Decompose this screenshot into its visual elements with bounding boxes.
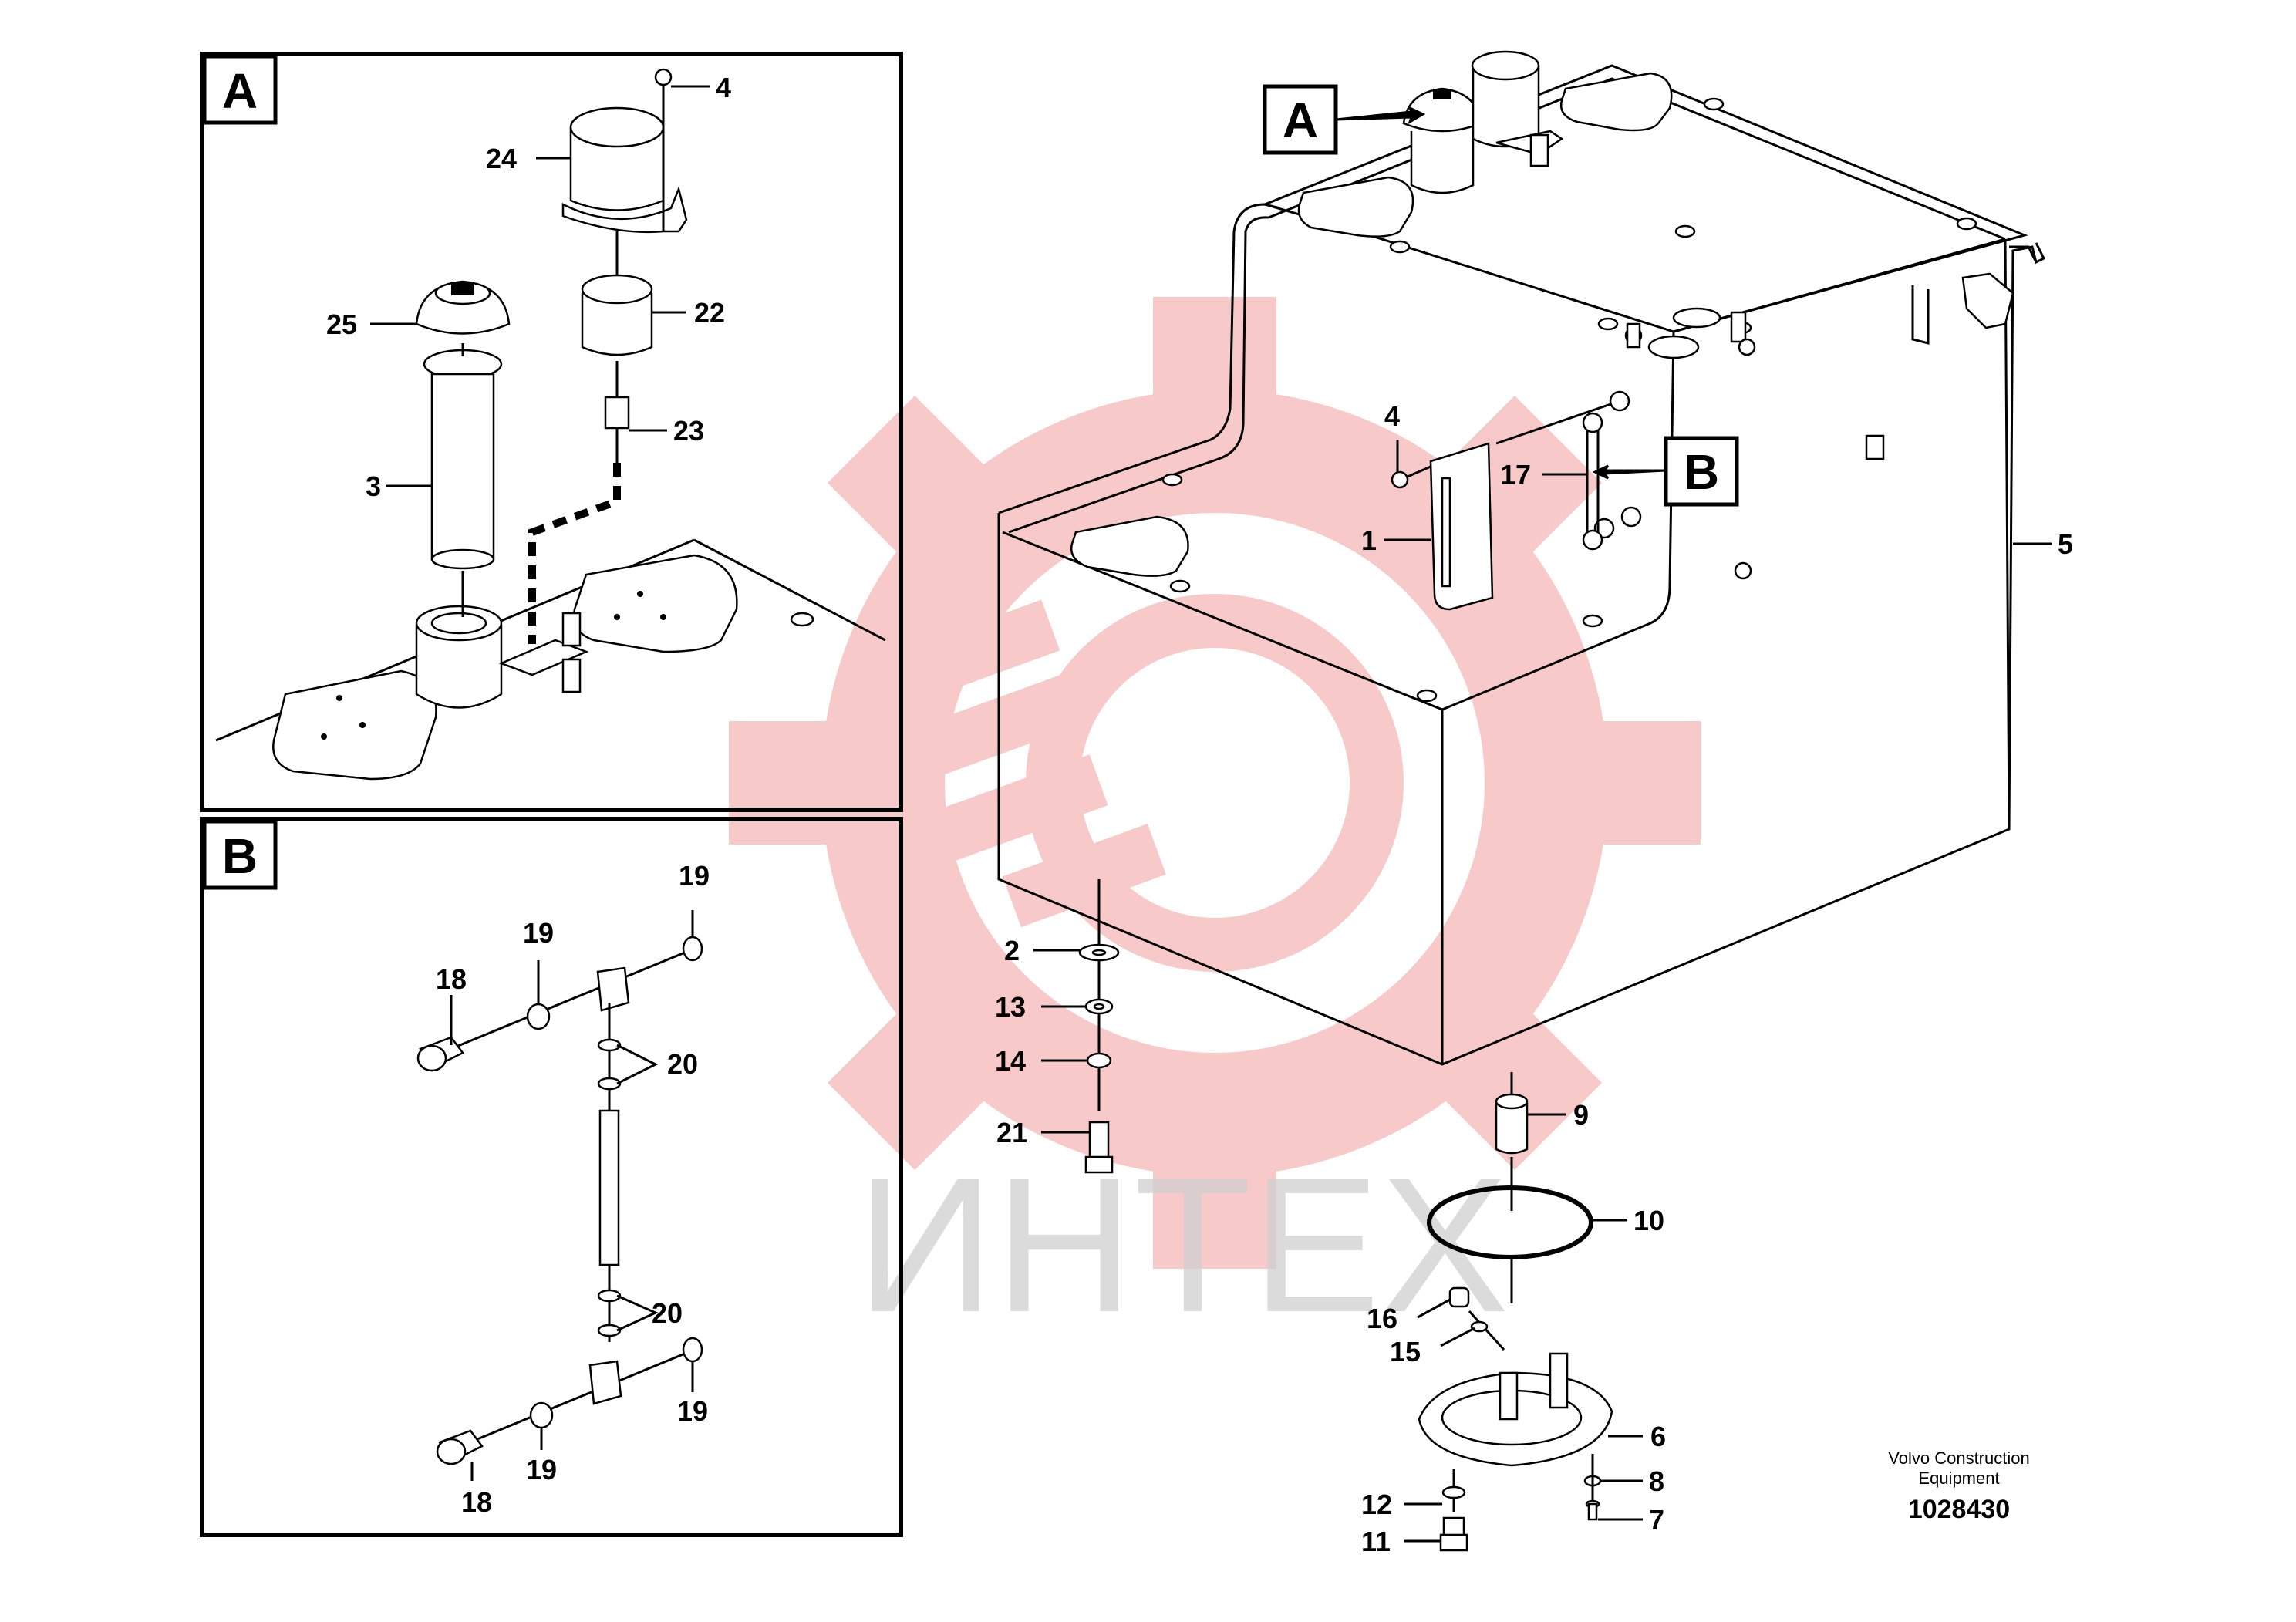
part-22-filter	[581, 231, 653, 397]
suction-assembly-right	[1418, 1093, 1613, 1552]
main-ref-b-label: B	[1684, 444, 1719, 500]
hydraulic-tank	[997, 50, 2046, 1111]
document-number: 1028430	[1908, 1495, 2010, 1524]
callout-main-7: 7	[1649, 1504, 1664, 1536]
callout-b-19-bottom-left: 19	[526, 1454, 557, 1485]
callout-main-4: 4	[1384, 400, 1400, 432]
callout-a-4: 4	[716, 72, 731, 103]
callout-main-8: 8	[1649, 1465, 1664, 1497]
watermark-gear-logo	[729, 297, 1701, 1269]
part-3-filler-tube	[423, 349, 503, 617]
callout-main-16: 16	[1367, 1303, 1397, 1334]
credit-line-2: Equipment	[1918, 1469, 1999, 1488]
top-bolts	[1161, 97, 1977, 703]
main-ref-a-label: A	[1283, 93, 1318, 148]
part-24-breather	[561, 68, 688, 234]
credit-line-1: Volvo Construction	[1888, 1448, 2029, 1468]
callout-main-17: 17	[1500, 459, 1531, 491]
callout-a-3: 3	[366, 470, 381, 502]
callout-main-2: 2	[1004, 935, 1020, 966]
callout-main-6: 6	[1650, 1421, 1666, 1452]
detail-b-label: B	[222, 828, 258, 884]
callout-main-12: 12	[1361, 1489, 1392, 1520]
callout-main-14: 14	[995, 1045, 1026, 1077]
upper-banjo-fitting	[416, 936, 703, 1072]
callout-main-21: 21	[996, 1117, 1027, 1148]
callout-main-15: 15	[1390, 1336, 1421, 1367]
detail-a-label: A	[222, 63, 258, 119]
callout-b-19-bottom-right: 19	[677, 1395, 708, 1427]
lower-banjo-fitting	[436, 1337, 703, 1465]
callout-b-20-bottom: 20	[652, 1297, 683, 1329]
callout-main-1: 1	[1361, 524, 1377, 556]
part-25-filler-cap	[415, 280, 511, 335]
callouts-detail-a: 4 24 25 22 23 3	[326, 72, 731, 502]
callout-main-10: 10	[1633, 1205, 1664, 1236]
callout-main-5: 5	[2058, 528, 2073, 560]
callout-a-24: 24	[486, 143, 517, 174]
callout-a-22: 22	[694, 297, 725, 329]
watermark-text: ИНТЕХ	[856, 1137, 1509, 1352]
callouts-detail-b: 19 19 18 20 20 19 18 19	[436, 860, 710, 1518]
callout-main-13: 13	[995, 991, 1026, 1023]
main-ref-b: B	[1592, 436, 1739, 507]
connecting-pipe	[597, 1003, 622, 1342]
drain-assembly-left	[1078, 926, 1120, 1174]
detail-view-a: A	[200, 52, 903, 812]
callout-b-19-left: 19	[523, 917, 554, 949]
callouts-main: 4 17 1 5 2 13 14 21 9 10 16 15 6 8 12 7 …	[995, 400, 2073, 1557]
main-ref-a: A	[1263, 84, 1426, 155]
callout-main-11: 11	[1361, 1526, 1391, 1557]
callout-main-9: 9	[1573, 1099, 1589, 1131]
callout-b-18-bottom: 18	[461, 1486, 492, 1518]
callout-a-23: 23	[673, 415, 704, 447]
callout-b-18-top: 18	[436, 963, 467, 995]
callout-a-25: 25	[326, 309, 357, 340]
tank-top-surface-a	[215, 538, 886, 781]
part-23-nipple	[528, 396, 630, 644]
detail-view-b: B 19	[200, 817, 903, 1537]
callout-b-19-top: 19	[679, 860, 710, 892]
callout-b-20-top: 20	[667, 1048, 698, 1080]
